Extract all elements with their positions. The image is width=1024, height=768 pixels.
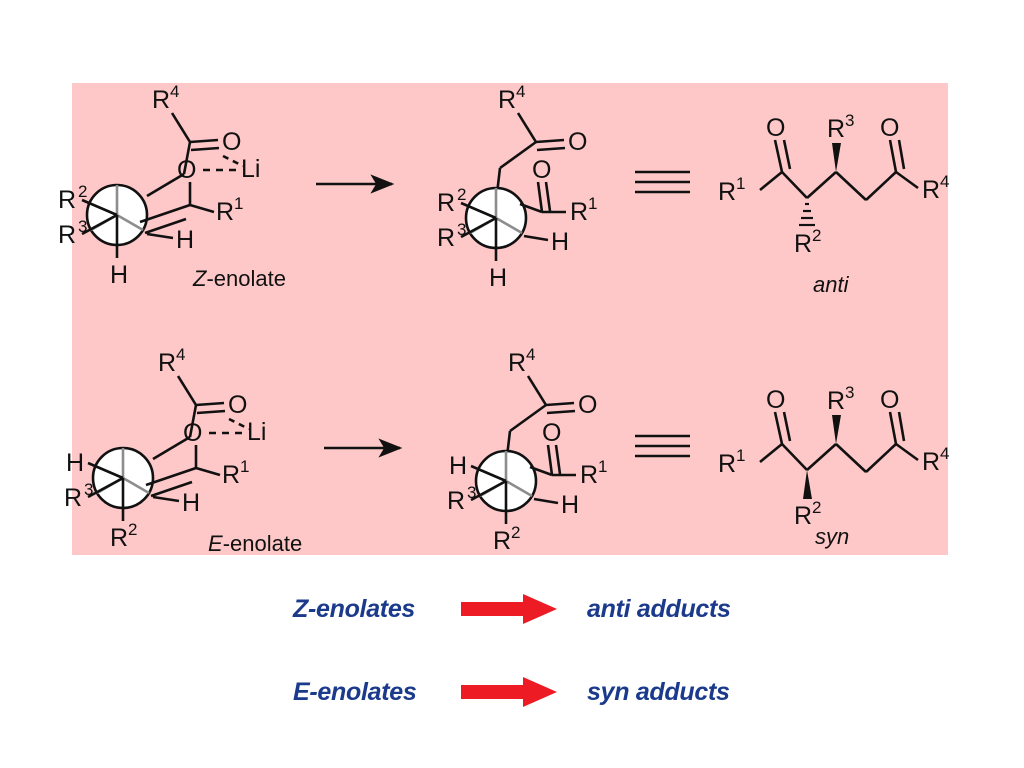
e-enolate-caption-italic: E: [208, 531, 223, 556]
z-enolate-caption-italic: Z: [193, 266, 207, 291]
legend-arrow-z: [461, 593, 571, 625]
legend-e-enolates-label: E-enolates: [293, 677, 417, 706]
anti-caption: anti: [813, 272, 848, 298]
syn-caption-text: syn: [815, 524, 850, 549]
red-arrow-icon: [461, 594, 557, 624]
red-arrow-icon: [461, 677, 557, 707]
anti-caption-text: anti: [813, 272, 849, 297]
scheme-panel: [72, 83, 948, 555]
syn-caption: syn: [815, 524, 849, 550]
summary-legend: Z-enolates anti adducts E-enolates syn a…: [293, 583, 763, 713]
legend-arrow-e: [461, 676, 571, 708]
z-enolate-caption-rest: -enolate: [206, 266, 286, 291]
legend-z-enolates-label: Z-enolates: [293, 594, 416, 623]
legend-syn-adducts-label: syn adducts: [587, 677, 730, 706]
z-enolate-caption: Z-enolate: [193, 266, 286, 292]
legend-row-e: E-enolates syn adducts: [293, 672, 763, 712]
legend-row-z: Z-enolates anti adducts: [293, 589, 763, 629]
e-enolate-caption: E-enolate: [208, 531, 302, 557]
e-enolate-caption-rest: -enolate: [222, 531, 303, 556]
legend-anti-adducts-label: anti adducts: [587, 594, 731, 623]
